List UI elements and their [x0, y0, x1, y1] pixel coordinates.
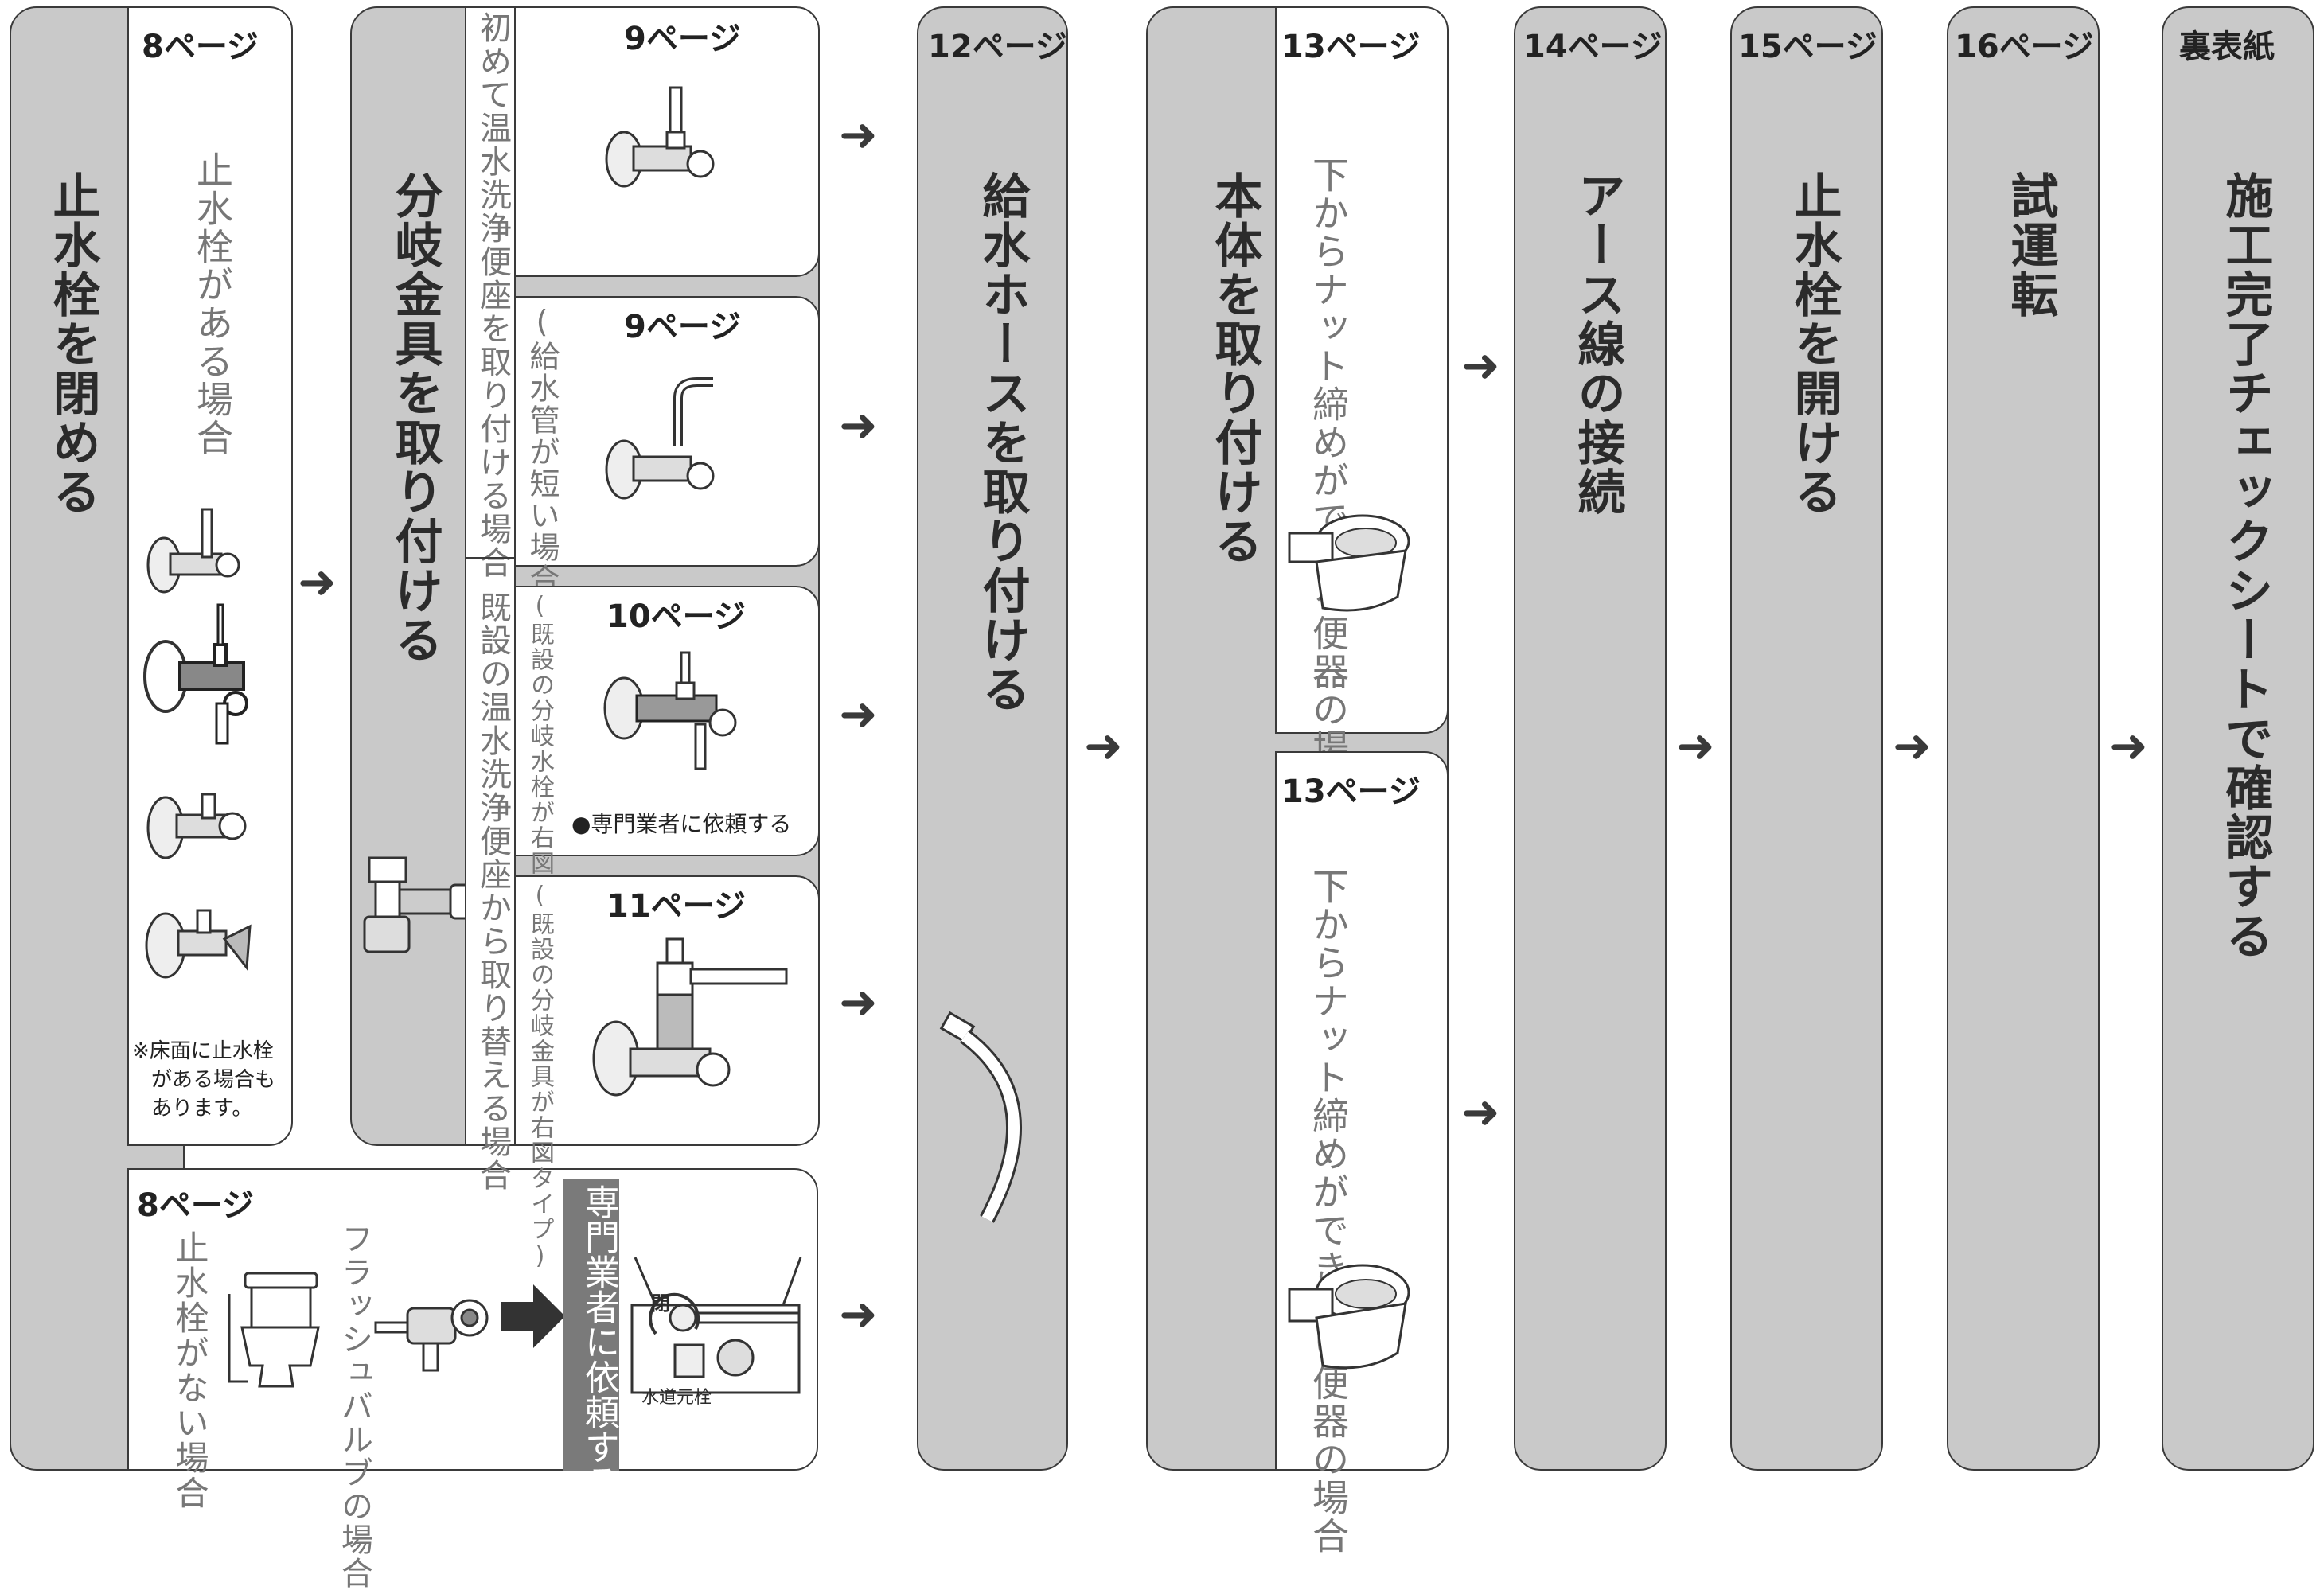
existing-fitting-type-label: (既設の分岐金具が右図タイプ)	[526, 882, 554, 1272]
right-arrow-icon: ➜	[1084, 719, 1123, 773]
angle-valve-icon	[143, 508, 252, 979]
no-valve-label: 止水栓がない場合	[170, 1230, 209, 1510]
page-ref-11: 11ページ	[606, 888, 746, 925]
angle-valve-icon	[605, 86, 715, 188]
right-arrow-icon: ➜	[1676, 719, 1715, 773]
nut-impossible-label: 下からナット締めができない便器の場合	[1307, 867, 1350, 1555]
flush-valve-label: フラッシュバルブの場合	[336, 1222, 372, 1590]
nut-possible-label: 下からナット締めができる便器の場合	[1307, 156, 1350, 805]
right-arrow-icon: ➜	[1461, 1085, 1500, 1139]
toilet-icon	[1288, 1264, 1410, 1370]
first-install-label: 初めて温水洗浄便座を取り付ける場合	[474, 11, 511, 579]
request-pro-box-label: 専門業者に依頼する	[579, 1184, 619, 1499]
step-earth-wire-column	[1514, 6, 1667, 1471]
right-arrow-icon: ➜	[1461, 338, 1500, 392]
has-valve-label: 止水栓がある場合	[191, 151, 234, 457]
toilet-tank-icon	[228, 1272, 320, 1388]
big-arrow-icon	[501, 1284, 565, 1348]
page-ref-9a: 9ページ	[624, 21, 742, 57]
right-arrow-icon: ➜	[298, 555, 337, 609]
page-ref-8a: 8ページ	[142, 29, 259, 65]
request-pro-box	[563, 1179, 619, 1471]
page-ref-9b: 9ページ	[624, 309, 742, 345]
right-arrow-icon: ➜	[839, 975, 878, 1029]
step-open-valve-title: 止水栓を開ける	[1786, 171, 1842, 516]
step-supply-hose-title: 給水ホースを取り付ける	[974, 171, 1030, 714]
right-arrow-icon: ➜	[1893, 719, 1932, 773]
page-ref-8b: 8ページ	[137, 1187, 255, 1224]
hose-icon	[939, 1011, 1023, 1223]
floor-note-line-1: ※床面に止水栓	[132, 1039, 274, 1063]
right-arrow-icon: ➜	[839, 687, 878, 741]
page-ref-13a: 13ページ	[1281, 29, 1421, 65]
page-ref-10: 10ページ	[606, 598, 746, 635]
water-main-label: 水道元栓	[641, 1388, 712, 1408]
step-supply-hose-column	[917, 6, 1068, 1471]
floor-note-line-2: がある場合も	[151, 1068, 276, 1092]
right-arrow-icon: ➜	[839, 107, 878, 162]
page-ref-13b: 13ページ	[1281, 774, 1421, 810]
right-arrow-icon: ➜	[2109, 719, 2148, 773]
page13a-box	[1275, 6, 1449, 734]
close-mark: 閉	[651, 1292, 670, 1315]
short-pipe-label: (給水管が短い場合)	[524, 304, 560, 632]
step-completion-column	[2162, 6, 2314, 1471]
page9b-box	[514, 296, 820, 567]
step-earth-wire-title: アース線の接続	[1569, 171, 1625, 516]
step-completion-title: 施工完了チェックシートで確認する	[2217, 171, 2273, 961]
page-ref-14: 14ページ	[1523, 29, 1663, 65]
step-main-unit-title: 本体を取り付ける	[1207, 171, 1262, 566]
step-test-run-title: 試運転	[2002, 171, 2058, 319]
right-arrow-icon: ➜	[839, 1287, 878, 1341]
page-ref-15: 15ページ	[1738, 29, 1878, 65]
right-arrow-icon: ➜	[839, 398, 878, 452]
floor-note-line-3: あります。	[151, 1097, 253, 1120]
tee-fitting-icon	[363, 856, 473, 953]
page-ref-12: 12ページ	[928, 29, 1067, 65]
angle-valve-icon	[603, 651, 737, 770]
angle-valve-icon	[605, 377, 715, 500]
water-main-icon	[630, 1257, 802, 1394]
flush-valve-icon	[374, 1299, 489, 1372]
request-pro-note: ●専門業者に依頼する	[571, 811, 792, 837]
toilet-icon	[1288, 514, 1410, 612]
step-test-run-column	[1947, 6, 2100, 1471]
tee-fitting-icon	[592, 937, 788, 1097]
back-cover-ref: 裏表紙	[2179, 29, 2275, 65]
step-close-valve-title: 止水栓を閉める	[45, 171, 100, 516]
step-branch-fitting-title: 分岐金具を取り付ける	[387, 171, 443, 664]
branch-text-strip	[465, 6, 516, 1146]
page-ref-16: 16ページ	[1955, 29, 2094, 65]
replace-existing-label: 既設の温水洗浄便座から取り替える場合	[474, 590, 511, 1192]
step-open-valve-column	[1730, 6, 1883, 1471]
